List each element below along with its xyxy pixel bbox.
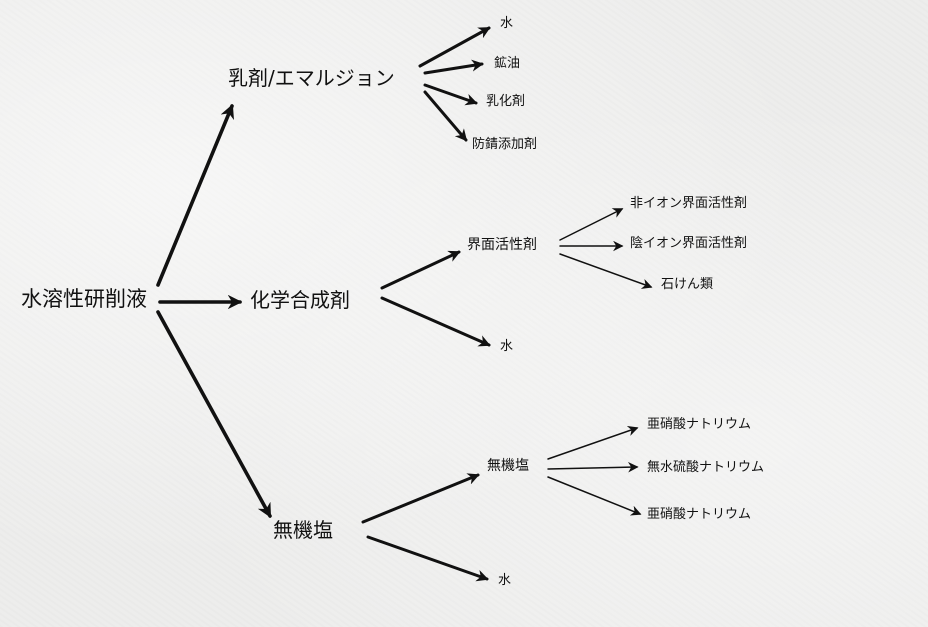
emulsion-to-emulsifier-arrow: [423, 83, 478, 106]
surfactant-child-anionic-label: 陰イオン界面活性剤: [630, 236, 748, 251]
emulsion-to-water-arrow: [418, 26, 491, 68]
inorganic-child-salt-label: 無機塩: [487, 458, 529, 474]
inorganic-child-water-label: 水: [498, 573, 512, 588]
branch-inorganic-salt-label: 無機塩: [273, 518, 333, 542]
arrows-group: [156, 26, 653, 582]
branch-emulsion-label: 乳剤/エマルジョン: [228, 66, 395, 90]
salt-child-sodium-nitrite-2-label: 亜硝酸ナトリウム: [647, 507, 752, 522]
salt-child-sodium-nitrite-label: 亜硝酸ナトリウム: [647, 417, 752, 432]
emulsion-child-mineral-oil-label: 鉱油: [494, 56, 521, 71]
emulsion-to-antirust-arrow: [423, 90, 468, 142]
synthetic-to-water-arrow: [380, 296, 491, 347]
salt-to-sodium-nitrite-2-arrow: [547, 476, 642, 516]
synthetic-child-water-label: 水: [500, 339, 514, 354]
surfactant-to-nonionic-arrow: [559, 208, 624, 241]
salt-to-sodium-sulfate-arrow: [547, 461, 639, 473]
surfactant-child-nonionic-label: 非イオン界面活性剤: [630, 196, 748, 211]
emulsion-child-water-label: 水: [500, 16, 514, 31]
emulsion-child-emulsifier-label: 乳化剤: [486, 94, 526, 109]
branch-synthetic-label: 化学合成剤: [250, 288, 350, 312]
salt-to-sodium-nitrite-arrow: [547, 425, 639, 460]
surfactant-to-soap-arrow: [559, 253, 653, 289]
synthetic-to-surfactant-arrow: [380, 250, 461, 290]
emulsion-child-antirust-label: 防錆添加剤: [472, 137, 538, 152]
inorganic-to-salt-arrow: [361, 473, 480, 524]
salt-child-anhydrous-sodium-sulfate-label: 無水硫酸ナトリウム: [647, 460, 765, 475]
root-node-label: 水溶性研削液: [21, 287, 147, 311]
root-to-emulsion-arrow: [156, 104, 234, 287]
inorganic-to-water-arrow: [366, 535, 489, 582]
synthetic-child-surfactant-label: 界面活性剤: [467, 237, 537, 253]
root-to-inorganic-arrow: [156, 310, 272, 518]
emulsion-to-mineral-oil-arrow: [423, 59, 484, 75]
surfactant-child-soap-label: 石けん類: [661, 277, 714, 292]
